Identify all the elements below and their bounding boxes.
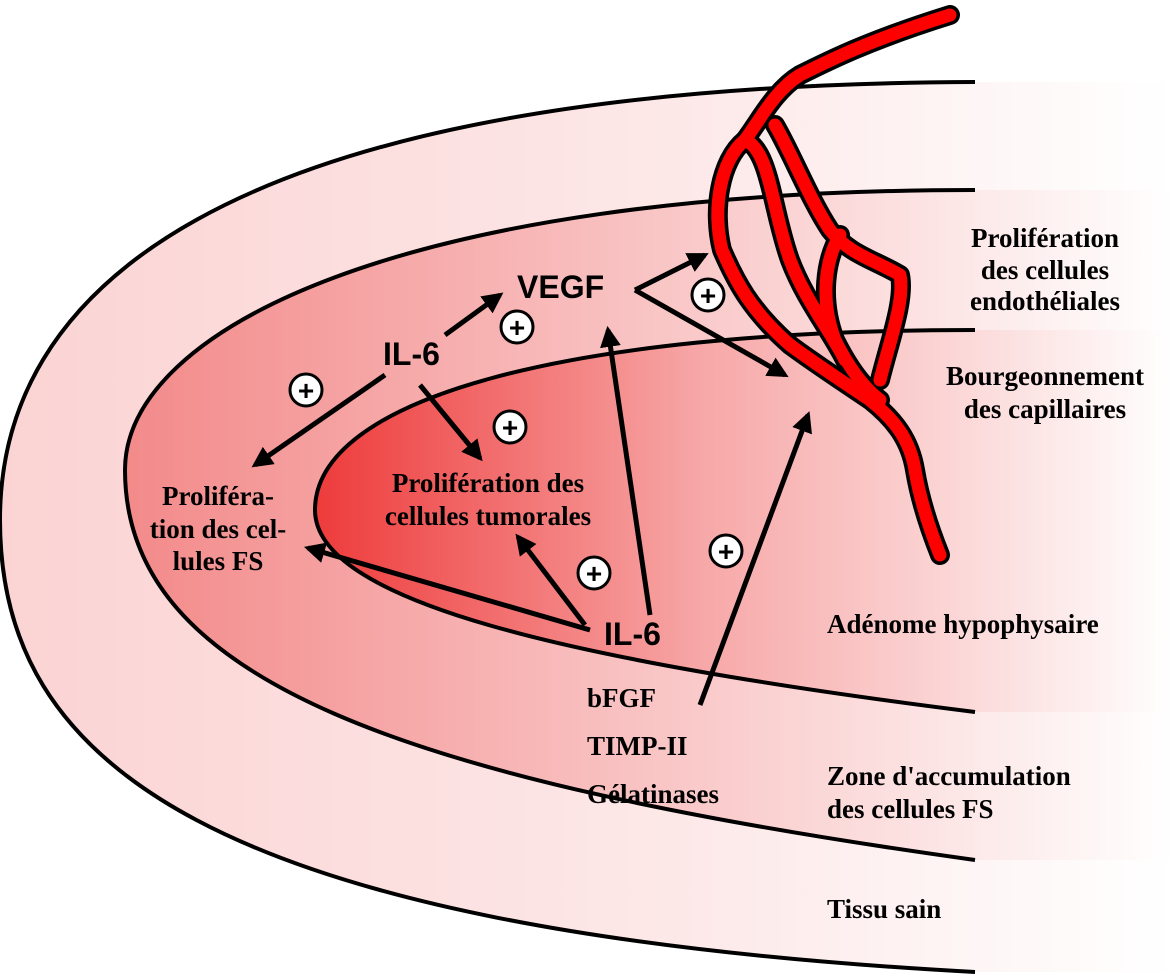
fs-proliferation-label-2: tion des cel- [150,514,286,544]
svg-text:+: + [298,375,314,406]
budding-label-2: des capillaires [964,394,1126,424]
plus-sign: + [290,374,322,406]
plus-sign: + [494,411,526,443]
endothelial-label-3: endothéliales [970,286,1120,316]
endothelial-label-2: des cellules [981,255,1109,285]
svg-text:+: + [509,312,525,343]
plus-sign: + [578,557,610,589]
plus-sign: + [692,279,724,311]
bfgf-label: bFGF [587,683,656,713]
fs-proliferation-label-3: lules FS [173,546,264,576]
plus-sign: + [501,311,533,343]
tumor-proliferation-label-2: cellules tumorales [385,501,591,531]
fs-zone-label-1: Zone d'accumulation [827,761,1071,791]
vegf-label: VEGF [517,269,604,305]
svg-text:+: + [586,558,602,589]
adenoma-label: Adénome hypophysaire [827,609,1099,639]
svg-text:+: + [502,412,518,443]
endothelial-label-1: Prolifération [971,223,1119,253]
tumor-proliferation-label-1: Prolifération des [392,468,584,498]
timp-label: TIMP-II [587,731,688,761]
gelatinases-label: Gélatinases [587,779,719,809]
il6-lower-label: IL-6 [604,616,661,652]
fs-proliferation-label-1: Proliféra- [162,481,274,511]
il6-upper-label: IL-6 [383,336,440,372]
svg-text:+: + [718,536,734,567]
fs-zone-label-2: des cellules FS [827,794,994,824]
svg-text:+: + [700,280,716,311]
healthy-tissue-label: Tissu sain [827,894,941,924]
plus-sign: + [710,535,742,567]
budding-label-1: Bourgeonnement [946,361,1144,391]
